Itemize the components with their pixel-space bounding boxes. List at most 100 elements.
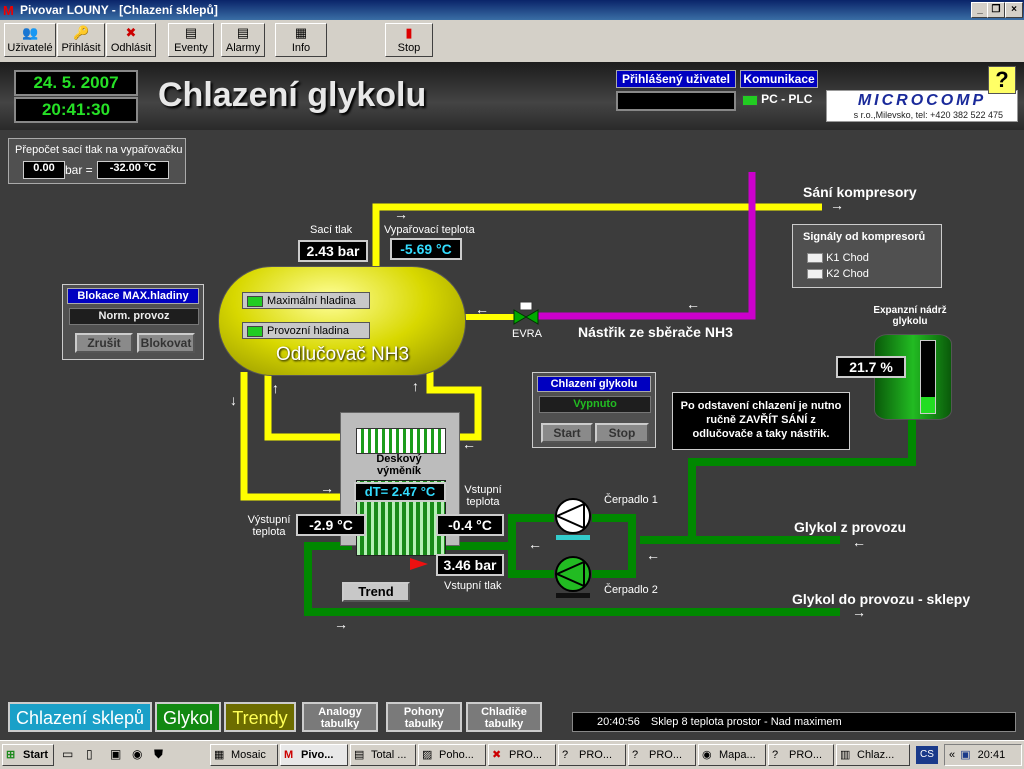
total-icon: ▤ (354, 749, 365, 761)
task-mapa[interactable]: ◉Mapa... (698, 744, 766, 766)
in-temp-value: -0.4 °C (436, 514, 504, 536)
alarms-button[interactable]: ▤Alarmy (221, 23, 265, 57)
evra-valve-icon (513, 309, 527, 325)
alarm-line[interactable]: 20:40:56 Sklep 8 teplota prostor - Nad m… (572, 712, 1016, 732)
evap-temp-value: -5.69 °C (390, 238, 462, 260)
conversion-panel: Přepočet sací tlak na vypařovačku 0.00 b… (8, 138, 186, 184)
flow-arrow-icon: → (394, 206, 408, 222)
start-button[interactable]: ⊞Start (2, 744, 54, 766)
nav-cellars-button[interactable]: Chlazení sklepů (8, 702, 152, 732)
flow-arrow-icon: ← (528, 536, 542, 552)
task-mosaic[interactable]: ▦Mosaic (210, 744, 278, 766)
blockade-cancel-button[interactable]: Zrušit (75, 333, 133, 353)
in-pressure-value: 3.46 bar (436, 554, 504, 576)
flow-arrow-icon: ↓ (230, 392, 237, 408)
task-pro-2[interactable]: ?PRO... (558, 744, 626, 766)
users-icon: 👥 (22, 25, 39, 40)
injection-label: Nástřik ze sběrače NH3 (578, 324, 733, 340)
suction-pressure-value: 2.43 bar (298, 240, 368, 262)
pump-1-label: Čerpadlo 1 (604, 494, 658, 506)
quicklaunch-save-icon[interactable]: ▣ (110, 747, 122, 761)
quicklaunch-shield-icon[interactable]: ⛊ (154, 747, 164, 761)
out-temp-value: -2.9 °C (296, 514, 366, 536)
task-pro-1[interactable]: ✖PRO... (488, 744, 556, 766)
users-button[interactable]: 👥Uživatelé (4, 23, 56, 57)
nh3-liquid-pipe (240, 372, 352, 501)
flow-arrow-icon: ← (475, 301, 489, 317)
chlaz-icon: ▥ (840, 749, 851, 761)
tray-expand-icon[interactable]: « (949, 749, 956, 761)
title-bar: M Pivovar LOUNY - [Chlazení sklepů] _ ❐ … (0, 0, 1024, 20)
pro-icon: ? (632, 749, 639, 761)
network-icon[interactable]: ▣ (960, 749, 971, 761)
logout-button[interactable]: ✖Odhlásit (106, 23, 156, 57)
in-pressure-label: Vstupní tlak (444, 580, 502, 592)
restore-button[interactable]: ❐ (987, 2, 1005, 18)
exchanger-dt-value: dT= 2.47 °C (354, 482, 446, 502)
task-poho[interactable]: ▨Poho... (418, 744, 486, 766)
flow-arrow-icon: ← (462, 436, 476, 452)
glycol-to-label: Glykol do provozu - sklepy (792, 591, 971, 607)
blockade-panel: Blokace MAX.hladiny Norm. provoz Zrušit … (62, 284, 204, 360)
compressor-k2-status: K2 Chod (807, 268, 869, 280)
close-button[interactable]: × (1005, 2, 1023, 18)
pump-2-label: Čerpadlo 2 (604, 584, 658, 596)
events-button[interactable]: ▤Eventy (168, 23, 214, 57)
nav-glycol-button[interactable]: Glykol (155, 702, 221, 732)
pressure-indicator-icon (410, 558, 428, 570)
traffic-light-icon: ▮ (405, 25, 413, 40)
stop-button[interactable]: ▮Stop (385, 23, 433, 57)
max-level-indicator: Maximální hladina (242, 292, 370, 309)
flow-arrow-icon: → (320, 480, 334, 496)
glycol-to-pipe (304, 542, 840, 616)
flow-arrow-icon: ↑ (272, 380, 279, 396)
flow-arrow-icon: → (334, 616, 348, 632)
nav-trends-button[interactable]: Trendy (224, 702, 296, 732)
trend-button[interactable]: Trend (342, 582, 410, 602)
glycol-cooling-panel: Chlazení glykolu Vypnuto Start Stop (532, 372, 656, 448)
communication-label: Komunikace (740, 70, 818, 88)
conversion-temp-value: -32.00 °C (97, 161, 169, 179)
help-button[interactable]: ? (988, 66, 1016, 94)
window-title: Pivovar LOUNY - [Chlazení sklepů] (20, 3, 218, 17)
expansion-level-fill (921, 397, 935, 413)
conversion-bar-value: 0.00 (23, 161, 65, 179)
flow-arrow-icon: → (852, 604, 866, 620)
expansion-level-value: 21.7 % (836, 356, 906, 378)
info-button[interactable]: ▦Info (275, 23, 327, 57)
nh3-separator-tank (218, 266, 466, 376)
minimize-button[interactable]: _ (971, 2, 989, 18)
task-pro-3[interactable]: ?PRO... (628, 744, 696, 766)
k2-led-icon (807, 269, 823, 280)
logout-icon: ✖ (125, 25, 137, 40)
quicklaunch-notepad-icon[interactable]: ▯ (86, 747, 93, 761)
company-logo: MICROCOMP s r.o.,Milevsko, tel: +420 382… (826, 90, 1018, 122)
glycol-start-button[interactable]: Start (541, 423, 593, 443)
quicklaunch-cmd-icon[interactable]: ▭ (62, 747, 74, 761)
task-pro-4[interactable]: ?PRO... (768, 744, 834, 766)
tray-clock: 20:41 (977, 749, 1006, 761)
compressor-signals-panel: Signály od kompresorů K1 Chod K2 Chod (792, 224, 942, 288)
quicklaunch-ie-icon[interactable]: ◉ (132, 747, 143, 761)
logged-user-label: Přihlášený uživatel (616, 70, 736, 88)
task-total[interactable]: ▤Total ... (350, 744, 416, 766)
language-indicator[interactable]: CS (916, 746, 938, 764)
flow-arrow-icon: ↑ (412, 378, 419, 394)
operator-note: Po odstavení chlazení je nutno ručně ZAV… (672, 392, 850, 450)
login-button[interactable]: 🔑Přihlásit (57, 23, 105, 57)
glycol-stop-button[interactable]: Stop (595, 423, 649, 443)
task-chlaz[interactable]: ▥Chlaz... (836, 744, 910, 766)
logged-user-value (616, 91, 736, 111)
comm-status: PC - PLC (742, 92, 812, 106)
blockade-block-button[interactable]: Blokovat (137, 333, 195, 353)
pro-icon: ✖ (492, 749, 502, 761)
info-icon: ▦ (294, 25, 308, 40)
exchanger-plates-top (356, 428, 446, 454)
nh3-suction-pipe (372, 203, 822, 268)
